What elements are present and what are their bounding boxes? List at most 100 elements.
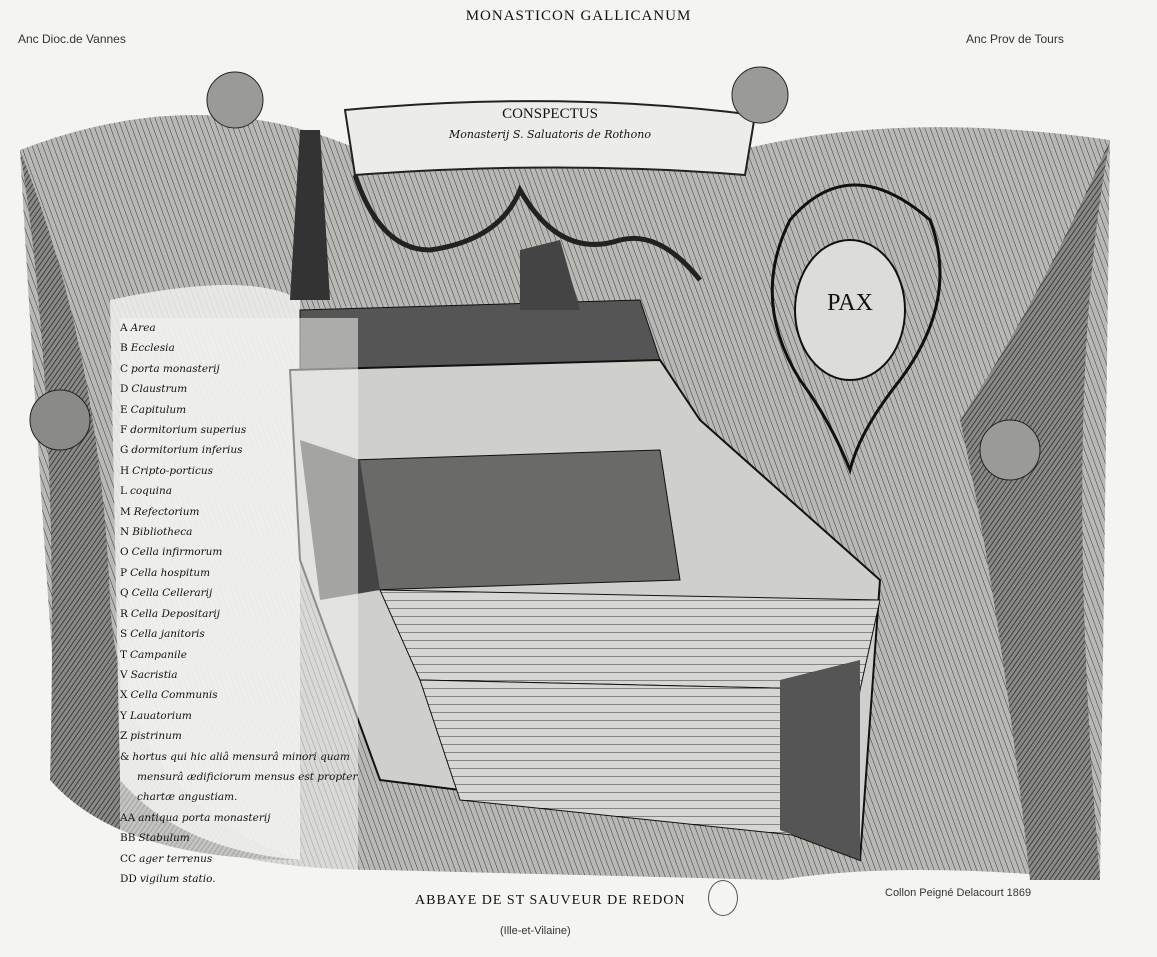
legend-item: chartæ angustiam.: [120, 787, 358, 807]
caption-region: (Ille-et-Vilaine): [500, 925, 571, 937]
legend-label: Bibliotheca: [132, 526, 193, 539]
legend-key: R: [120, 607, 128, 620]
legend-label: ager terrenus: [139, 852, 213, 865]
legend-label: Cella Depositarij: [130, 607, 221, 620]
legend-key: AA: [120, 811, 136, 824]
legend-key: Q: [120, 587, 129, 600]
legend-label: Cella infirmorum: [131, 546, 223, 559]
legend-label: Capitulum: [130, 403, 187, 416]
caption-credit: Collon Peigné Delacourt 1869: [885, 887, 1032, 899]
legend-label: Claustrum: [131, 383, 188, 396]
legend-item: &hortus qui hic aliâ mensurâ minori quam: [120, 747, 358, 767]
legend-label: chartæ angustiam.: [137, 791, 238, 804]
legend-key: H: [120, 464, 130, 477]
legend-key: C: [120, 362, 129, 375]
legend-key: E: [120, 403, 128, 416]
cherub-top-left: [206, 71, 264, 129]
legend-key: S: [120, 628, 128, 641]
legend-key: F: [120, 424, 128, 437]
header-left: Anc Dioc.de Vannes: [18, 32, 126, 46]
legend-label: Refectorium: [133, 505, 200, 518]
legend-label: mensurâ ædificiorum mensus est propter: [137, 770, 358, 783]
legend-label: dormitorium superius: [130, 424, 247, 437]
legend-label: Cripto-porticus: [132, 464, 214, 477]
legend-label: dormitorium inferius: [131, 444, 243, 457]
legend-key: M: [120, 505, 131, 518]
legend-label: Ecclesia: [130, 342, 175, 355]
legend-key: N: [120, 526, 130, 539]
legend-label: Lauatorium: [129, 709, 192, 722]
library-stamp: [708, 880, 738, 916]
legend-key: O: [120, 546, 129, 559]
legend-label: Campanile: [130, 648, 187, 661]
legend-key: CC: [120, 852, 137, 865]
legend-label: Stabulum: [138, 832, 190, 845]
legend-key: V: [120, 668, 128, 681]
shield-motto: PAX: [827, 290, 873, 316]
legend-label: Cella Cellerarij: [131, 587, 213, 600]
legend-key: D: [120, 383, 129, 396]
legend-label: Cella Communis: [130, 689, 218, 702]
cherub-right: [979, 419, 1041, 481]
caption-title: ABBAYE DE ST SAUVEUR DE REDON: [415, 893, 686, 908]
monastery-buildings: [288, 130, 882, 862]
legend-key: DD: [120, 872, 137, 885]
legend-key: X: [120, 689, 128, 702]
legend-label: Sacristia: [130, 668, 178, 681]
legend-label: porta monasterij: [131, 362, 220, 375]
legend-label: hortus qui hic aliâ mensurâ minori quam: [132, 750, 350, 763]
legend-key: T: [120, 648, 128, 661]
legend-label: vigilum statio.: [139, 872, 216, 885]
legend-label: pistrinum: [130, 730, 182, 743]
drapery-left-fold: [20, 150, 300, 860]
legend-label: Area: [130, 322, 156, 334]
cherub-left: [29, 389, 91, 451]
legend-item: mensurâ ædificiorum mensus est propter: [120, 767, 358, 787]
header-right: Anc Prov de Tours: [966, 32, 1064, 46]
legend-key: G: [120, 444, 129, 457]
legend-key: Y: [120, 709, 127, 722]
legend-key: L: [120, 485, 127, 498]
banner-title: CONSPECTUS: [502, 106, 598, 122]
page-header-title: MONASTICON GALLICANUM: [465, 8, 692, 24]
drapery-right-fold: [960, 140, 1110, 880]
banner-subtitle: Monasterij S. Saluatoris de Rothono: [449, 128, 651, 141]
legend-key: B: [120, 342, 128, 355]
legend-label: antiqua porta monasterij: [138, 811, 271, 824]
legend-key: Z: [120, 730, 128, 743]
legend-label: Cella janitoris: [130, 628, 205, 641]
legend-key: &: [120, 750, 130, 763]
legend-label: Cella hospitum: [130, 566, 211, 579]
legend-label: coquina: [129, 485, 173, 498]
legend-key: BB: [120, 832, 136, 845]
legend-key: P: [120, 566, 128, 579]
cherub-top-right: [731, 66, 789, 124]
banner-scroll: [343, 100, 757, 177]
